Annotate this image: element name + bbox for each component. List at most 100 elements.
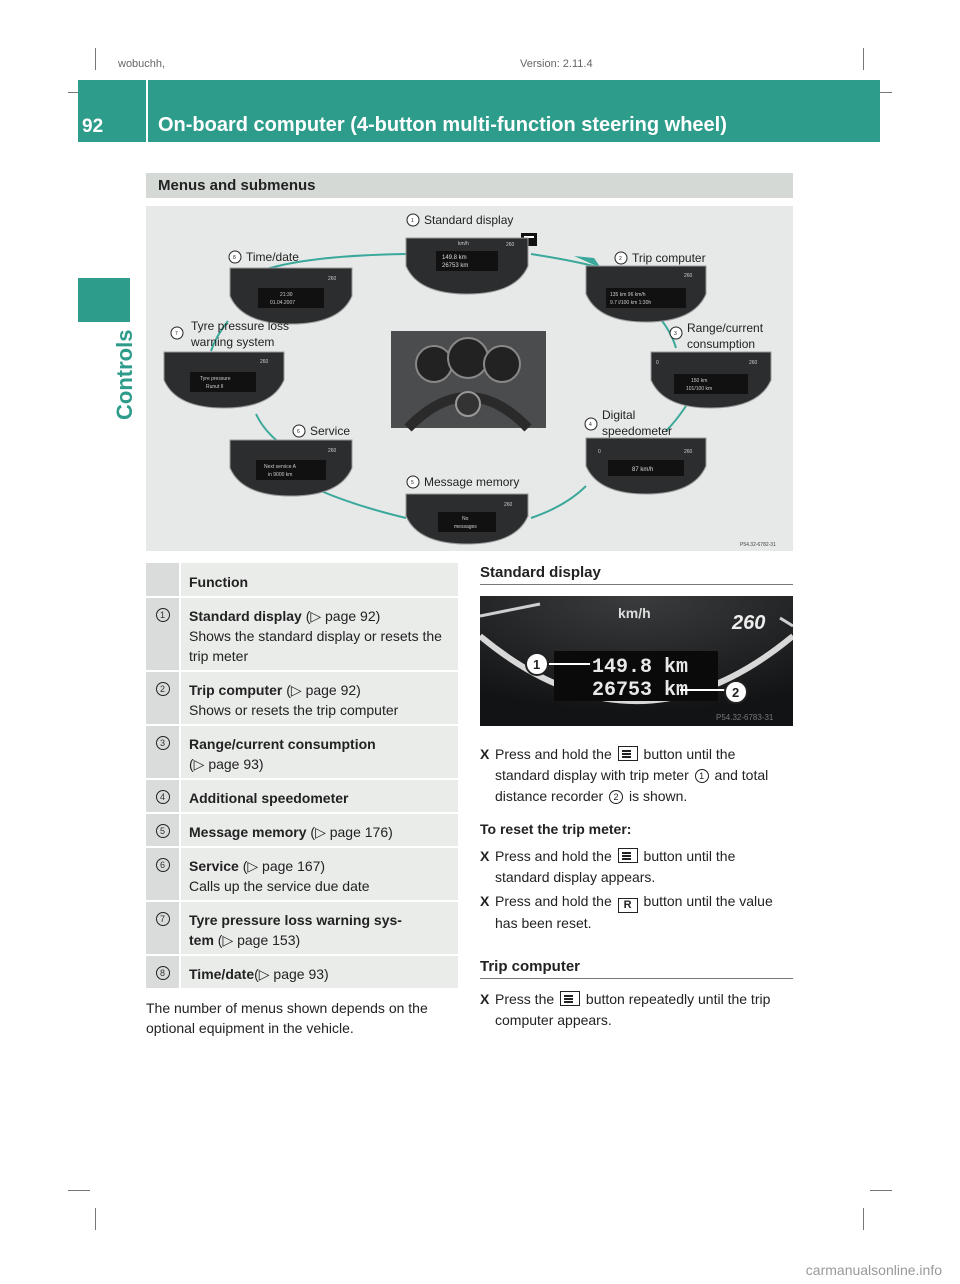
instruction-text: Press and hold the [495, 848, 612, 864]
row-title: Standard display [189, 608, 302, 624]
side-tab-block [78, 278, 130, 322]
reset-heading: To reset the trip meter: [480, 821, 632, 837]
crop-mark [95, 1208, 96, 1230]
cluster-screen-8: 21:30 01.04.2007 260 [229, 267, 353, 325]
instruction-item: X Press and hold the button until the st… [480, 744, 793, 807]
instruction-text: is shown. [628, 788, 688, 804]
bullet-mark: X [480, 893, 490, 909]
crop-mark [68, 1190, 90, 1191]
instruction-block-2: X Press and hold the button until the st… [480, 846, 793, 934]
row-title-cont: tem [189, 932, 214, 948]
table-header: Function [146, 563, 458, 598]
callout-7: 7 [175, 331, 178, 337]
cluster-screen-2: 135 km 96 km/h 9.7 l/100 km 1:30h 260 [585, 265, 707, 323]
screen6-line1: Next service A [264, 464, 297, 470]
crop-mark [95, 48, 96, 70]
crop-mark [863, 48, 864, 70]
page-ref: (▷ page 93) [254, 966, 329, 982]
label-message-memory: Message memory [424, 475, 519, 489]
callout-2: 2 [619, 256, 622, 262]
instruction-block-1: X Press and hold the button until the st… [480, 744, 793, 807]
bullet-mark: X [480, 848, 490, 864]
speedo-max: 260 [731, 612, 765, 634]
page-ref: (▷ page 153) [213, 932, 301, 948]
cluster-screen-7: Tyre pressure Runut II 260 [163, 351, 285, 409]
table-row: 6 Service (▷ page 167) Calls up the serv… [146, 848, 458, 902]
header-bar [78, 80, 880, 142]
screen2-line2: 9.7 l/100 km 1:30h [610, 300, 651, 306]
instruction-text: button repeatedly until the trip compute… [495, 991, 771, 1028]
menu-button-icon [560, 991, 581, 1006]
table-row: 3 Range/current consumption (▷ page 93) [146, 726, 458, 780]
instruction-text: button until the value has been reset. [495, 893, 773, 931]
instruction-item: X Press and hold the R button until the … [480, 891, 793, 934]
table-header-num [146, 563, 179, 596]
screen3-line1: 150 km [691, 378, 707, 384]
bullet-mark: X [480, 991, 490, 1007]
crop-mark [870, 1190, 892, 1191]
steering-wheel-photo [391, 331, 546, 432]
instruction-text: Press and hold the [495, 746, 612, 762]
callout-1: 1 [411, 218, 414, 224]
callout-1: 1 [694, 769, 709, 783]
section-heading: Menus and submenus [146, 173, 793, 198]
label-digital-2: speedometer [602, 424, 672, 438]
table-row: 2 Trip computer (▷ page 92) Shows or res… [146, 672, 458, 726]
instruction-item: X Press the button repeatedly until the … [480, 989, 793, 1031]
speed-max-label: 260 [328, 448, 337, 454]
trip-meter-value: 149.8 km [592, 656, 688, 679]
row-desc: Shows or resets the trip computer [189, 702, 399, 718]
page-number: 92 [82, 116, 104, 137]
speed-max-label: 260 [684, 449, 693, 455]
odometer-value: 26753 km [592, 679, 688, 702]
instruction-block-3: X Press the button repeatedly until the … [480, 989, 793, 1031]
screen4-line1: 87 km/h [632, 467, 653, 473]
cluster-screen-6: Next service A in 9000 km 260 [229, 439, 353, 497]
table-row: 5 Message memory (▷ page 176) [146, 814, 458, 848]
speedo-unit: km/h [618, 605, 651, 621]
label-digital-1: Digital [602, 408, 635, 422]
callout-4: 4 [589, 422, 592, 428]
bullet-mark: X [480, 746, 490, 762]
reset-button-icon: R [617, 898, 638, 913]
diagram-ref: P54.32-6782-31 [740, 542, 776, 548]
table-row: 4 Additional speedometer [146, 780, 458, 814]
callout-2: 2 [609, 790, 624, 804]
arrow-icon [574, 256, 601, 268]
row-number: 1 [146, 598, 179, 670]
function-table: Function 1 Standard display (▷ page 92) … [146, 563, 458, 990]
row-number: 4 [146, 780, 179, 812]
menu-button-icon [617, 848, 638, 863]
page-ref: (▷ page 93) [189, 756, 264, 772]
page-ref: (▷ page 92) [301, 608, 381, 624]
callout-1: 1 [533, 657, 540, 672]
row-title: Service [189, 858, 239, 874]
label-tyre-2: warning system [190, 335, 274, 349]
row-desc: Calls up the service due date [189, 878, 370, 894]
screen8-line2: 01.04.2007 [270, 300, 295, 306]
diagram-labels: 1 Standard display 2 Trip computer 3 Ran… [170, 213, 764, 489]
callout-8: 8 [233, 255, 236, 261]
callout-5: 5 [411, 480, 414, 486]
label-range-1: Range/current [687, 321, 764, 335]
page-ref: (▷ page 92) [282, 682, 361, 698]
screen7-line1: Tyre pressure [200, 376, 231, 382]
instruction-text: button until the standard display with t… [495, 746, 736, 783]
screen1-line1: 149.8 km [442, 255, 467, 261]
table-row: 7 Tyre pressure loss warning sys- tem (▷… [146, 902, 458, 956]
row-content: Time/date(▷ page 93) [181, 956, 458, 988]
row-content: Trip computer (▷ page 92) Shows or reset… [181, 672, 458, 724]
page-ref: (▷ page 167) [238, 858, 326, 874]
screen5-line2: messages [454, 524, 477, 530]
speed-max-label: 260 [684, 273, 693, 279]
screen3-line2: 101/100 km [686, 386, 712, 392]
label-time-date: Time/date [246, 250, 299, 264]
callout-3: 3 [674, 331, 677, 337]
label-standard-display: Standard display [424, 213, 513, 227]
row-content: Additional speedometer [181, 780, 458, 812]
label-service: Service [310, 424, 350, 438]
screen6-line2: in 9000 km [268, 472, 292, 478]
table-row: 8 Time/date(▷ page 93) [146, 956, 458, 990]
screen2-line1: 135 km 96 km/h [610, 292, 646, 298]
header-divider [146, 80, 148, 142]
